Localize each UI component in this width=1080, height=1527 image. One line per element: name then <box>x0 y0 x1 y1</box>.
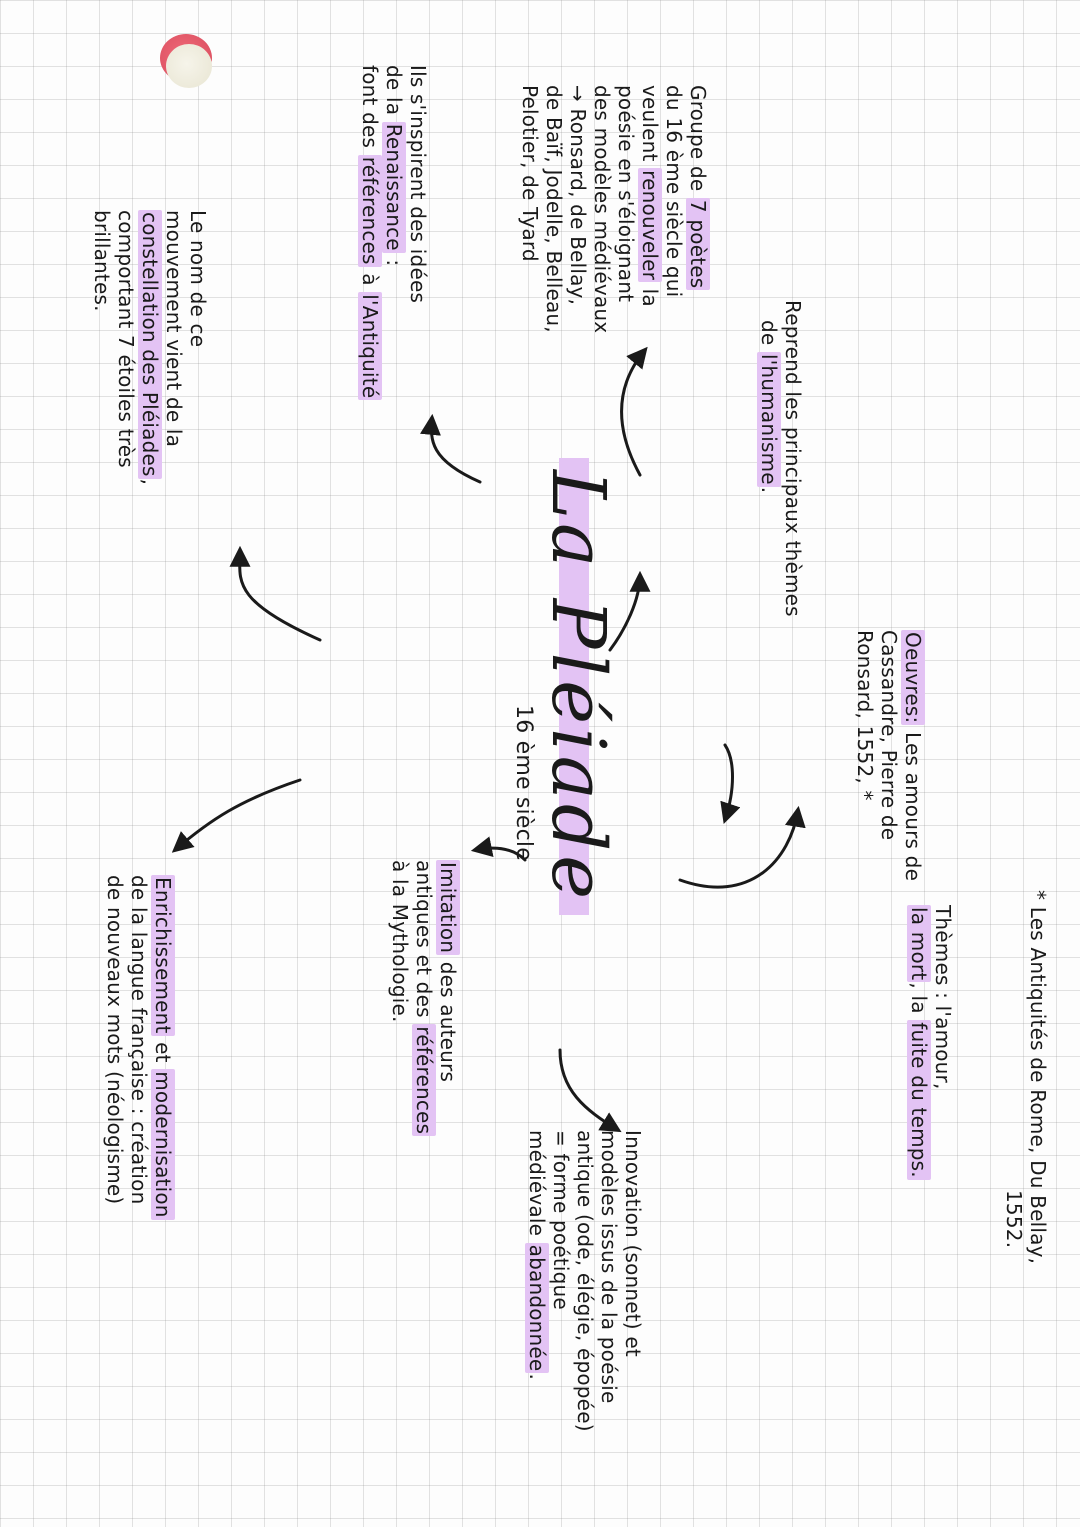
node-antiquites: * Les Antiquités de Rome, Du Bellay, 155… <box>1002 890 1050 1265</box>
arrow-to-oeuvres <box>608 570 651 652</box>
arrow-to-nom <box>229 545 322 642</box>
node-innovation: Innovation (sonnet) et modèles issus de … <box>525 1130 645 1432</box>
arrow-to-inspirent <box>420 413 482 484</box>
arrow-to-enrichissement <box>171 778 302 853</box>
node-nom: Le nom de ce mouvement vient de la const… <box>90 210 210 486</box>
arrow-to-imitation <box>470 836 527 862</box>
page-subtitle: 16 ème siècle <box>511 705 536 861</box>
node-inspirent: Ils s'inspirent des idées de la Renaissa… <box>358 65 430 401</box>
node-enrichissement: Enrichissement et modernisation de la la… <box>103 875 175 1220</box>
node-themes: Thèmes : l'amour, la mort, la fuite du t… <box>907 905 955 1180</box>
node-imitation: Imitation des auteurs antiques et des ré… <box>388 860 460 1137</box>
arrow-to-themes <box>678 805 806 889</box>
node-oeuvres: Oeuvres: Les amours de Cassandre, Pierre… <box>853 630 925 882</box>
node-reprend: Reprend les principaux thèmes de l'human… <box>757 300 805 617</box>
arrow-to-innovation <box>558 1048 622 1133</box>
page-title: La Pléiade <box>535 458 621 915</box>
arrow-to-groupe <box>620 346 648 477</box>
node-groupe: Groupe de 7 poètes du 16 ème siècle qui … <box>518 85 710 334</box>
page-title-text: La Pléiade <box>535 470 621 903</box>
arrow-to-antiquites <box>720 743 741 824</box>
